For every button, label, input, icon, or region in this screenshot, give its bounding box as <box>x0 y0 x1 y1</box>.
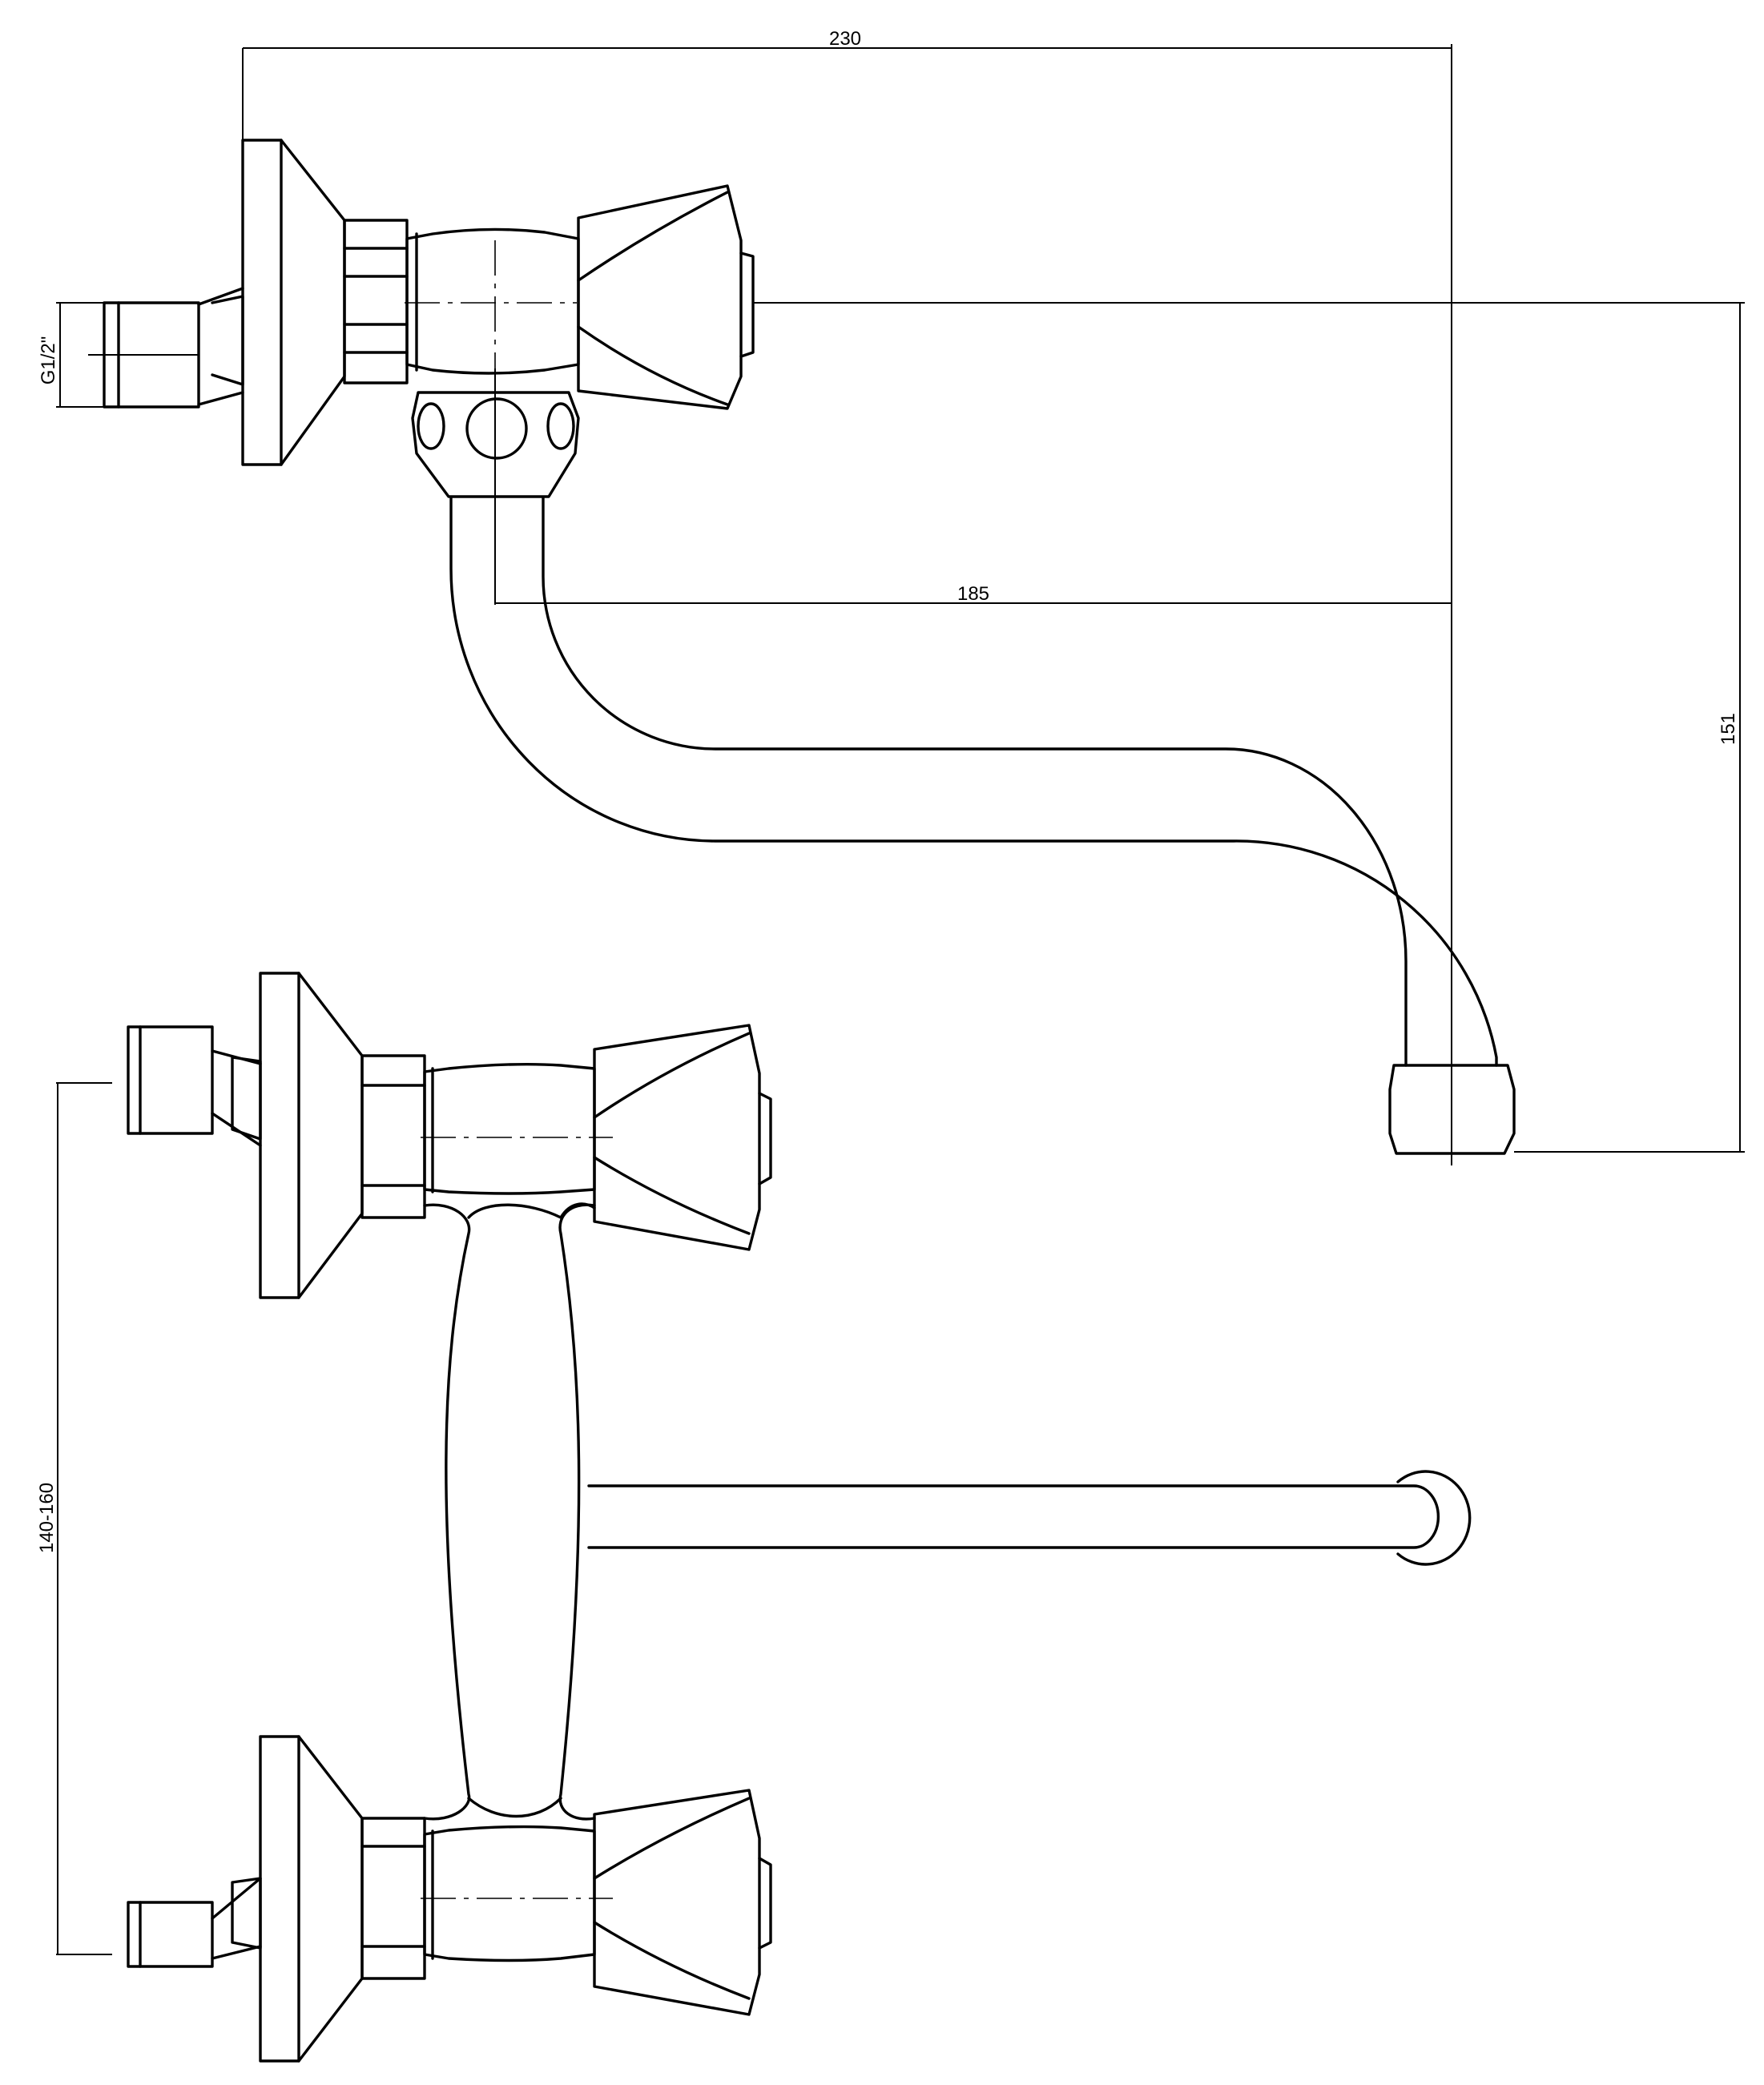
top-centerlines <box>405 240 1452 1165</box>
front-lower-body <box>360 1817 613 1980</box>
front-upper-body <box>360 1054 613 1219</box>
dimension-spout-reach: 185 <box>957 583 989 605</box>
dimension-lines <box>56 44 1745 1955</box>
top-view <box>88 139 1516 1165</box>
dimension-overall-length: 230 <box>829 28 861 50</box>
front-spout <box>587 1470 1472 1566</box>
top-valve-body <box>405 227 580 375</box>
top-handle <box>577 184 755 410</box>
front-view <box>127 972 1472 2063</box>
top-swivel-collar <box>411 391 580 498</box>
front-central-body <box>423 1202 596 1821</box>
dimension-labels: 230 185 151 G1/2" 140-160 <box>36 28 1739 1553</box>
front-lower-inlet <box>127 1735 364 2063</box>
top-thread-connector <box>88 287 244 409</box>
top-wall-flange <box>241 139 346 466</box>
front-lower-handle <box>593 1789 772 2016</box>
dimension-inlet-spacing: 140-160 <box>36 1483 58 1553</box>
dimension-thread-size: G1/2" <box>38 336 59 385</box>
front-upper-handle <box>593 1024 772 1251</box>
dimension-spout-height: 151 <box>1718 713 1739 745</box>
top-spout-pipe <box>449 497 1498 1067</box>
top-hex-nut <box>343 219 409 384</box>
front-upper-inlet <box>127 972 364 1299</box>
